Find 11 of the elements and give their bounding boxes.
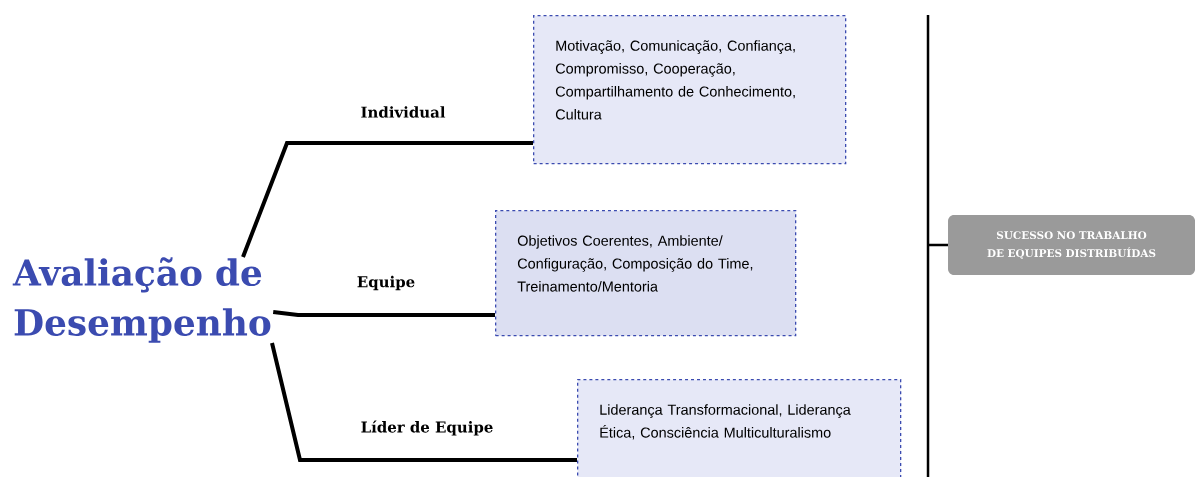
branch-label: Individual	[359, 105, 447, 119]
branch-line	[241, 141, 533, 258]
factor-box: Motivação, Comunicação, Confiança, Compromisso, Cooperação, Compartilhamento de Conhecimento, Cultura	[533, 15, 847, 165]
factor-box: Liderança Transformacional, Liderança Ética, Consciência Multiculturalismo	[577, 379, 902, 477]
branch-line	[270, 342, 577, 462]
branch-label: Equipe	[355, 274, 417, 292]
factor-box: Objetivos Coerentes, Ambiente/ Configuração, Composição do Time, Treinamento/Mentoria	[495, 210, 797, 337]
result-box: SUCESSO NO TRABALHO DE EQUIPES DISTRIBUÍDAS	[948, 215, 1195, 275]
title-text: Avaliação de Desempenho	[12, 257, 271, 343]
branch-label: Líder de Equipe	[359, 419, 495, 437]
branch-line	[272, 310, 495, 317]
